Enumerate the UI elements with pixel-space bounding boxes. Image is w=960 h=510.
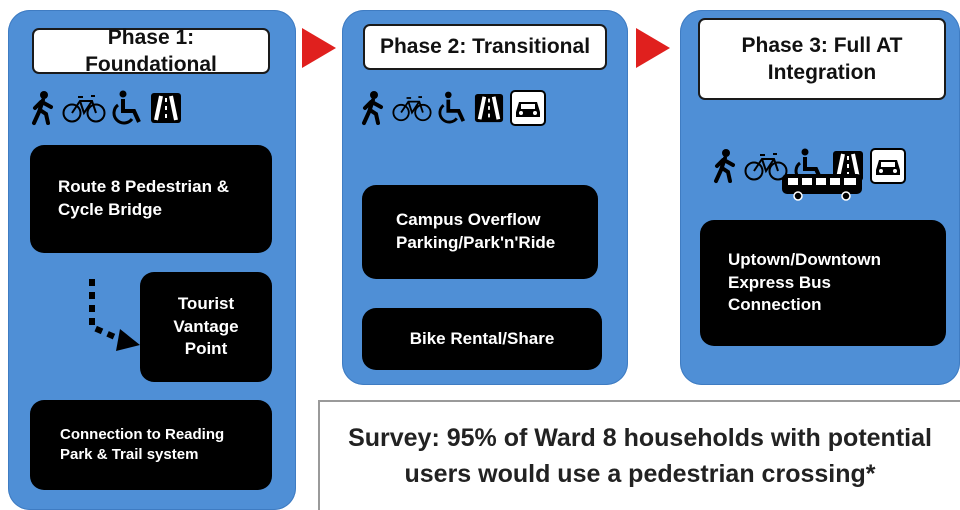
car-icon bbox=[510, 90, 546, 126]
wheelchair-icon bbox=[112, 90, 144, 126]
wheelchair-icon bbox=[438, 91, 468, 125]
phase-2-title: Phase 2: Transitional bbox=[363, 24, 607, 70]
road-icon bbox=[150, 92, 182, 124]
phase-3-title: Phase 3: Full AT Integration bbox=[698, 18, 946, 100]
flow-arrow-1 bbox=[302, 28, 336, 68]
tourist-vantage-box: Tourist Vantage Point bbox=[140, 272, 272, 382]
bicycle-icon bbox=[392, 92, 432, 124]
bicycle-icon bbox=[62, 91, 106, 125]
pedestrian-icon bbox=[360, 90, 386, 126]
pedestrian-icon bbox=[30, 90, 56, 126]
phase-1-icons bbox=[30, 90, 182, 126]
car-icon bbox=[870, 148, 906, 184]
express-bus-box: Uptown/Downtown Express Bus Connection bbox=[700, 220, 946, 346]
road-icon bbox=[474, 93, 504, 123]
phase-1-title: Phase 1: Foundational bbox=[32, 26, 270, 76]
pedestrian-icon bbox=[712, 148, 738, 184]
bike-rental-box: Bike Rental/Share bbox=[362, 308, 602, 370]
campus-parking-box: Campus Overflow Parking/Park'n'Ride bbox=[362, 185, 598, 279]
phase-2-icons bbox=[360, 90, 546, 126]
dotted-arrow bbox=[84, 275, 144, 360]
flow-arrow-2 bbox=[636, 28, 670, 68]
route-8-bridge-box: Route 8 Pedestrian & Cycle Bridge bbox=[30, 145, 272, 253]
bus-icon bbox=[780, 172, 864, 207]
bicycle-icon bbox=[744, 149, 788, 183]
reading-park-box: Connection to Reading Park & Trail syste… bbox=[30, 400, 272, 490]
survey-callout: Survey: 95% of Ward 8 households with po… bbox=[318, 400, 960, 510]
